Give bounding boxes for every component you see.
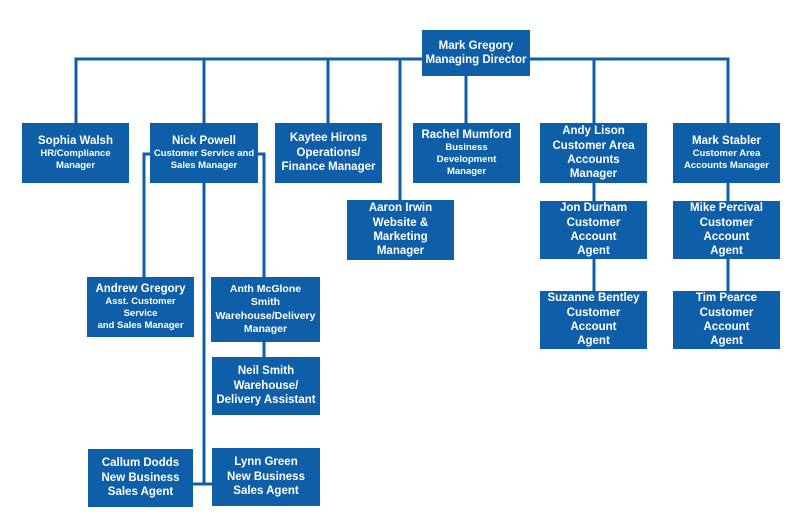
node-name: Jon Durham	[559, 202, 628, 215]
node-title: HR/Compliance	[40, 148, 111, 160]
node-name: Neil Smith	[237, 365, 295, 378]
node-title: New Business	[227, 470, 305, 483]
node-title: Business Development	[436, 142, 497, 166]
node-title: Asst. Customer Service	[105, 296, 176, 320]
node-name: Callum Dodds	[101, 457, 180, 470]
node-suzanne-bentley: Suzanne Bentley Customer Account Agent	[540, 291, 647, 349]
node-title: Agent	[710, 335, 743, 348]
node-name: Suzanne Bentley	[547, 292, 640, 305]
node-mike-percival: Mike Percival Customer Account Agent	[673, 201, 780, 259]
node-title: Operations/	[296, 146, 361, 159]
node-title: Customer Account	[566, 306, 621, 333]
node-sophia-walsh: Sophia Walsh HR/Compliance Manager	[22, 123, 129, 183]
node-neil-smith: Neil Smith Warehouse/ Delivery Assistant	[212, 357, 320, 415]
node-title: Manager	[55, 160, 96, 172]
node-title: Managing Director	[425, 54, 527, 66]
node-andy-lison: Andy Lison Customer Area Accounts Manage…	[540, 123, 647, 183]
node-name: Andy Lison	[562, 125, 625, 138]
node-lynn-green: Lynn Green New Business Sales Agent	[212, 448, 320, 506]
node-name: Lynn Green	[234, 456, 298, 469]
node-anth-mcglone-smith: Anth McGlone Smith Warehouse/Delivery Ma…	[211, 277, 320, 342]
node-name: Kaytee Hirons	[289, 132, 368, 145]
node-title: Agent	[577, 245, 610, 258]
node-mark-stabler: Mark Stabler Customer Area Accounts Mana…	[673, 123, 780, 183]
node-callum-dodds: Callum Dodds New Business Sales Agent	[88, 449, 193, 507]
node-title: and Sales Manager	[97, 320, 184, 332]
node-title: Manager	[243, 322, 288, 335]
node-rachel-mumford: Rachel Mumford Business Development Mana…	[413, 123, 520, 183]
node-title: Customer Service and	[153, 148, 255, 160]
node-kaytee-hirons: Kaytee Hirons Operations/ Finance Manage…	[275, 123, 382, 183]
node-title: Accounts Manager	[567, 154, 620, 181]
node-title: Accounts Manager	[684, 160, 769, 172]
node-title: Sales Agent	[233, 485, 299, 498]
node-name: Nick Powell	[172, 134, 236, 147]
node-title: Agent	[577, 335, 610, 348]
node-title: New Business	[101, 471, 180, 484]
node-title: Sales Manager	[170, 160, 238, 172]
node-title: Customer Account	[566, 216, 621, 243]
node-title: Agent	[710, 245, 743, 258]
node-mark-gregory: Mark Gregory Managing Director	[422, 30, 530, 76]
node-andrew-gregory: Andrew Gregory Asst. Customer Service an…	[87, 277, 194, 337]
node-name: Mark Gregory	[438, 39, 514, 52]
node-title: Customer Area	[692, 148, 761, 160]
node-title: Marketing Manager	[373, 231, 428, 258]
node-title: Delivery Assistant	[216, 394, 316, 407]
node-name: Mike Percival	[690, 202, 763, 215]
node-title: Warehouse/Delivery	[215, 309, 316, 322]
node-name: Anth McGlone Smith	[229, 283, 302, 309]
node-title: Customer Account	[699, 306, 754, 333]
node-title: Finance Manager	[281, 161, 376, 174]
node-nick-powell: Nick Powell Customer Service and Sales M…	[150, 123, 258, 183]
node-name: Tim Pearce	[695, 292, 758, 305]
node-aaron-irwin: Aaron Irwin Website & Marketing Manager	[347, 200, 454, 260]
node-name: Aaron Irwin	[368, 202, 433, 215]
node-title: Customer Account	[699, 216, 754, 243]
node-name: Mark Stabler	[691, 134, 762, 147]
node-title: Manager	[446, 166, 487, 178]
node-tim-pearce: Tim Pearce Customer Account Agent	[673, 291, 780, 349]
node-title: Website &	[372, 216, 429, 229]
node-title: Sales Agent	[107, 486, 174, 499]
node-title: Warehouse/	[233, 379, 299, 392]
node-jon-durham: Jon Durham Customer Account Agent	[540, 201, 647, 259]
node-name: Andrew Gregory	[95, 283, 186, 295]
node-name: Rachel Mumford	[421, 129, 512, 141]
node-title: Customer Area	[552, 139, 635, 152]
node-name: Sophia Walsh	[38, 134, 113, 147]
